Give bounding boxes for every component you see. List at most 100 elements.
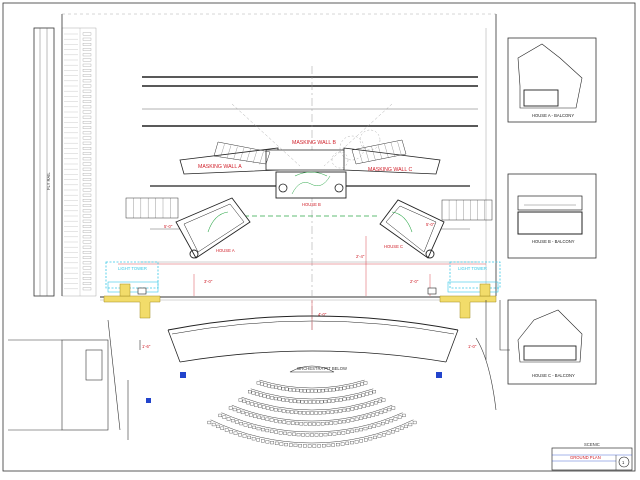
dim-apron: 4'-0"	[318, 312, 327, 317]
lineset-box	[82, 271, 92, 275]
seat	[381, 398, 386, 402]
seat	[287, 432, 292, 436]
seat	[361, 393, 365, 397]
seat	[257, 415, 261, 419]
seat	[317, 444, 321, 448]
seat	[370, 402, 374, 406]
seat	[296, 433, 301, 437]
seat	[356, 383, 361, 387]
seat-row	[250, 388, 374, 400]
lineset-box	[82, 214, 92, 218]
seat	[282, 420, 287, 424]
stair-tread	[239, 147, 245, 161]
seat	[289, 399, 293, 403]
seat	[242, 434, 247, 438]
seat	[339, 387, 343, 391]
stair-steps	[133, 141, 485, 220]
seat	[253, 414, 257, 418]
masking-wall-c-label: MASKING WALL C	[368, 167, 413, 173]
title-block	[551, 447, 633, 471]
seat	[372, 390, 376, 394]
seat	[232, 407, 237, 412]
lineset-box	[82, 209, 92, 213]
seat	[292, 388, 296, 392]
seat	[281, 387, 285, 391]
seat	[346, 430, 350, 434]
seat	[354, 417, 359, 421]
seat	[329, 421, 334, 425]
seat	[321, 389, 325, 393]
seat	[289, 443, 293, 447]
seat	[310, 389, 314, 393]
seat	[325, 421, 329, 426]
sightline-right	[323, 103, 393, 167]
seat	[357, 394, 362, 398]
light-tower-right	[447, 261, 501, 293]
seat	[229, 430, 233, 434]
light-tower-right-label: LIGHT TOWER	[458, 266, 487, 271]
seat	[274, 385, 278, 389]
lineset-box	[82, 141, 92, 145]
seat	[395, 428, 400, 432]
seat	[252, 425, 256, 430]
seat	[267, 384, 271, 388]
seat	[313, 389, 318, 393]
seat	[330, 410, 335, 414]
seat	[249, 413, 253, 417]
seat	[295, 421, 299, 426]
audience-seating	[207, 379, 417, 448]
seat	[391, 406, 396, 410]
title-block-header: SCENIC	[584, 442, 600, 447]
seat	[238, 398, 243, 402]
seat	[328, 432, 332, 436]
lineset-box	[82, 277, 92, 280]
lineset-box	[82, 282, 92, 285]
seat	[238, 433, 242, 437]
seat	[315, 400, 320, 404]
seat	[385, 420, 389, 424]
seat	[278, 431, 283, 435]
seat	[349, 385, 354, 389]
lineset-box	[82, 266, 92, 270]
seat	[399, 426, 404, 430]
seat	[337, 431, 341, 435]
wagon-swings	[207, 211, 413, 233]
lineset-ticks	[64, 32, 92, 291]
seat	[226, 417, 231, 421]
seat	[292, 399, 297, 403]
seat	[295, 388, 300, 392]
seat	[314, 433, 319, 437]
seat	[258, 404, 262, 408]
house-b-platform	[275, 171, 347, 199]
swing-circles	[331, 129, 381, 169]
lineset-box	[82, 162, 92, 166]
seat	[256, 381, 261, 385]
seat	[299, 389, 303, 393]
seat	[306, 389, 311, 393]
seat	[354, 406, 359, 410]
seat	[366, 403, 370, 407]
seat	[323, 433, 328, 437]
seat	[358, 405, 363, 409]
seat	[314, 411, 318, 415]
seat	[254, 403, 258, 407]
lineset-box	[82, 167, 92, 171]
title-block-sheet-number: 1	[622, 460, 625, 465]
pier-left-box	[137, 287, 147, 295]
lineset-box	[82, 100, 92, 103]
seat	[270, 396, 274, 400]
seat	[216, 424, 220, 429]
lineset-box	[82, 178, 92, 181]
seat	[242, 399, 247, 403]
seat	[222, 415, 227, 419]
seat	[285, 398, 289, 402]
seat	[270, 385, 275, 389]
lineset-box	[82, 110, 92, 114]
sheet-border	[2, 2, 636, 472]
seat	[299, 422, 304, 426]
seat	[261, 416, 265, 420]
seat	[375, 412, 380, 416]
lineset-box	[82, 115, 92, 119]
orchestra-pit-label: ORCHESTRA PIT BELOW	[297, 366, 347, 371]
seat	[359, 416, 363, 420]
